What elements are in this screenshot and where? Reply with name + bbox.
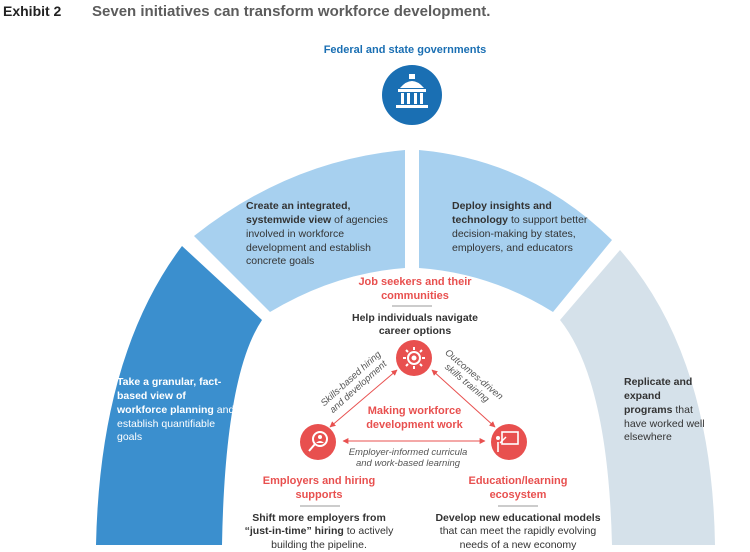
segment-right-top-text: Deploy insights and technology to suppor… [452,200,590,255]
education-title: Education/learning ecosystem [468,475,568,501]
segment-far-right-text: Replicate and expand programs that have … [624,376,712,445]
education-desc: Develop new educational models that can … [432,512,604,552]
presenter-head [496,436,500,440]
segment-far-right-desc: that have worked well elsewhere [624,403,705,444]
center-label: Making workforce development work [366,405,463,431]
job-seekers-desc: Help individuals navigate career options [345,312,485,339]
gear-center-dot [411,355,417,361]
education-desc-text: that can meet the rapidly evolving needs… [439,525,597,551]
segment-right-top-bold: Deploy insights and technology [452,200,552,226]
capitol-building-icon [396,74,428,108]
segment-left-top-desc: of agencies involved in workforce develo… [246,213,388,268]
job-seekers-title: Job seekers and their communities [358,276,472,302]
edge-right-arrow [431,369,496,428]
magnifier-person-icon [308,431,328,452]
education-desc-bold: Develop new educational models [435,512,601,524]
exhibit-title: Seven initiatives can transform workforc… [92,3,491,20]
job-seekers-desc-bold: Help individuals navigate career options [351,312,479,338]
segment-far-left-desc: and establish quantifiable goals [117,403,235,444]
employers-desc-text: to actively building the pipeline. [271,525,394,551]
presentation-board-icon [497,431,519,452]
magnifier-person-body [316,441,324,443]
segment-left-top [194,150,405,312]
employers-title: Employers and hiring supports [262,475,376,501]
employers-desc: Shift more employers from “just-in-time”… [240,512,398,552]
segment-far-right-bold: Replicate and expand programs [624,376,693,416]
government-label: Federal and state governments [323,44,487,56]
education-circle [491,424,527,460]
segment-far-left-bold: Take a granular, fact-based view of work… [117,376,222,416]
employers-desc-bold-1: Shift more employers from [252,512,386,524]
edge-left-arrow [329,369,398,428]
presenter-pointer [499,436,507,444]
segment-left-top-bold: Create an integrated, systemwide view [246,200,351,226]
exhibit-label: Exhibit 2 [3,3,62,19]
government-circle [382,65,442,125]
employers-desc-bold-2: “just-in-time” hiring [244,525,344,538]
segment-right-top-desc: to support better decision-making by sta… [452,213,588,254]
segment-far-right [560,250,715,545]
segment-left-top-text: Create an integrated, systemwide view of… [246,200,404,269]
segment-right-top [419,150,612,312]
segment-far-left [96,246,262,545]
segment-far-left-text: Take a granular, fact-based view of work… [117,376,235,445]
edge-bottom-label: Employer-informed curricula and work-bas… [348,447,468,470]
magnifier-person-head [318,435,322,439]
gear-icon [403,347,425,369]
